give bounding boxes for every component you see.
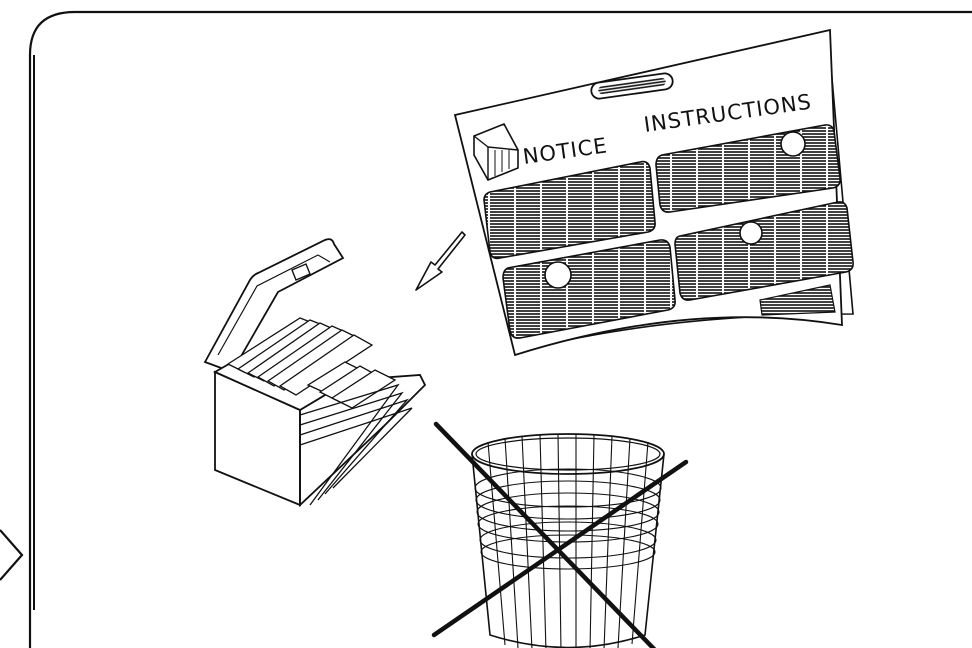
instruction-panel (483, 160, 656, 260)
notice-book-icon (473, 122, 519, 182)
next-chevron-icon[interactable] (0, 529, 24, 581)
file-box-icon (203, 238, 427, 508)
instruction-panel (655, 124, 841, 213)
arrow-icon (415, 231, 466, 291)
instruction-sheet-icon: NOTICE INSTRUCTIONS (453, 28, 854, 357)
cross-out-icon (431, 421, 689, 648)
page-frame (28, 10, 972, 648)
instruction-panel (502, 239, 676, 339)
instruction-panel (674, 201, 854, 301)
